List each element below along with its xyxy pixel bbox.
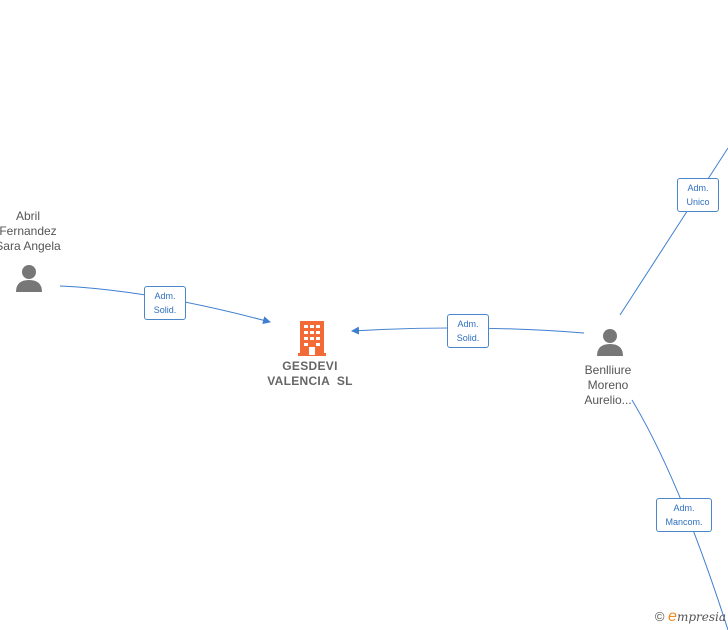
- person-left-name-line: Fernandez: [0, 224, 57, 238]
- person-right-name-line: Aurelio...: [584, 393, 632, 407]
- edge-label-type: Solid.: [153, 305, 177, 315]
- edge-label-left-to-company[interactable]: Adm. Solid.: [144, 286, 186, 320]
- edge-label-role: Adm.: [687, 183, 709, 193]
- edge-label-right-to-company[interactable]: Adm. Solid.: [447, 314, 489, 348]
- edge-right-to-bottom: [631, 399, 728, 630]
- company-name-line: VALENCIA SL: [267, 374, 353, 388]
- person-icon[interactable]: [597, 329, 623, 356]
- edge-label-role: Adm.: [154, 291, 176, 301]
- edge-label-type: Unico: [686, 197, 710, 207]
- person-right-name-line: Benlliure: [584, 363, 632, 377]
- edge-label-right-to-bottom[interactable]: Adm. Mancom.: [656, 498, 712, 532]
- footer-credit: © empresia: [655, 608, 726, 626]
- edge-label-right-to-top[interactable]: Adm. Unico: [677, 178, 719, 212]
- company-label[interactable]: GESDEVI VALENCIA SL: [250, 359, 370, 389]
- edge-label-type: Solid.: [456, 333, 480, 343]
- brand-logo-initial: e: [668, 608, 677, 625]
- person-right-label[interactable]: Benlliure Moreno Aurelio...: [568, 363, 648, 408]
- person-icon[interactable]: [16, 265, 42, 292]
- edge-label-type: Mancom.: [665, 517, 703, 527]
- brand-logo-text: mpresia: [676, 610, 726, 624]
- copyright-symbol: ©: [654, 609, 665, 624]
- person-left-name-line: Abril: [15, 209, 40, 223]
- person-right-name-line: Moreno: [587, 378, 629, 392]
- edge-label-role: Adm.: [673, 503, 695, 513]
- edge-label-role: Adm.: [457, 319, 479, 329]
- building-icon[interactable]: [298, 321, 326, 356]
- company-name-line: GESDEVI: [282, 359, 338, 373]
- person-left-name-line: Sara Angela: [0, 239, 61, 253]
- person-left-label[interactable]: Abril Fernandez Sara Angela: [0, 209, 70, 254]
- edge-right-to-top: [619, 147, 728, 316]
